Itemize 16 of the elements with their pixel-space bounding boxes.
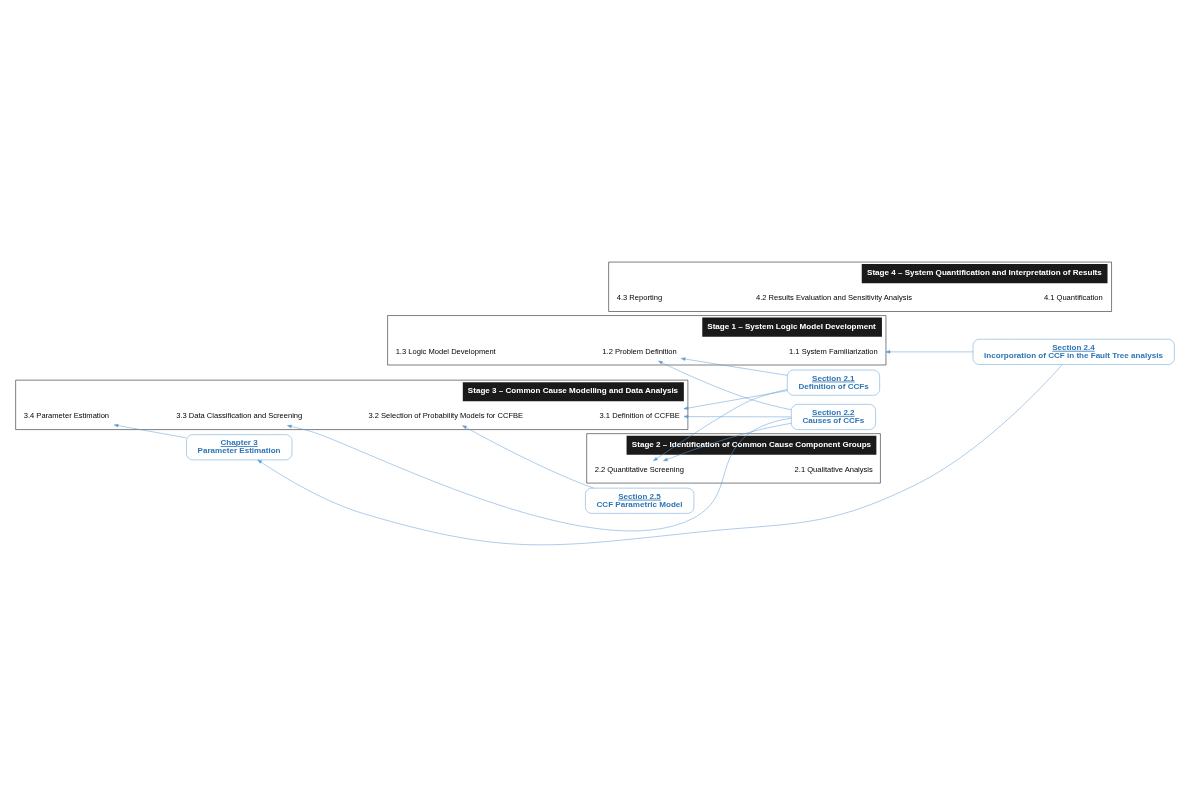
arrow — [885, 350, 974, 354]
arrow — [257, 364, 1063, 545]
arrow — [462, 425, 594, 489]
arrow — [653, 389, 788, 462]
arrow — [683, 414, 792, 419]
node-box: Chapter 3 Parameter Estimation — [186, 434, 293, 461]
node-box: Section 2.5 CCF Parametric Model — [585, 487, 695, 514]
arrow — [658, 360, 792, 410]
arrow — [113, 423, 187, 439]
arrow — [287, 417, 792, 532]
node-box: Section 2.1 Definition of CCFs — [787, 369, 880, 396]
arrow — [680, 357, 788, 376]
node-box: Section 2.4 Incorporation of CCF in the Fault Tree analysis — [972, 339, 1175, 365]
arrow — [663, 423, 792, 462]
arrow — [683, 390, 788, 410]
node-box: Section 2.2 Causes of CCFs — [791, 404, 876, 430]
